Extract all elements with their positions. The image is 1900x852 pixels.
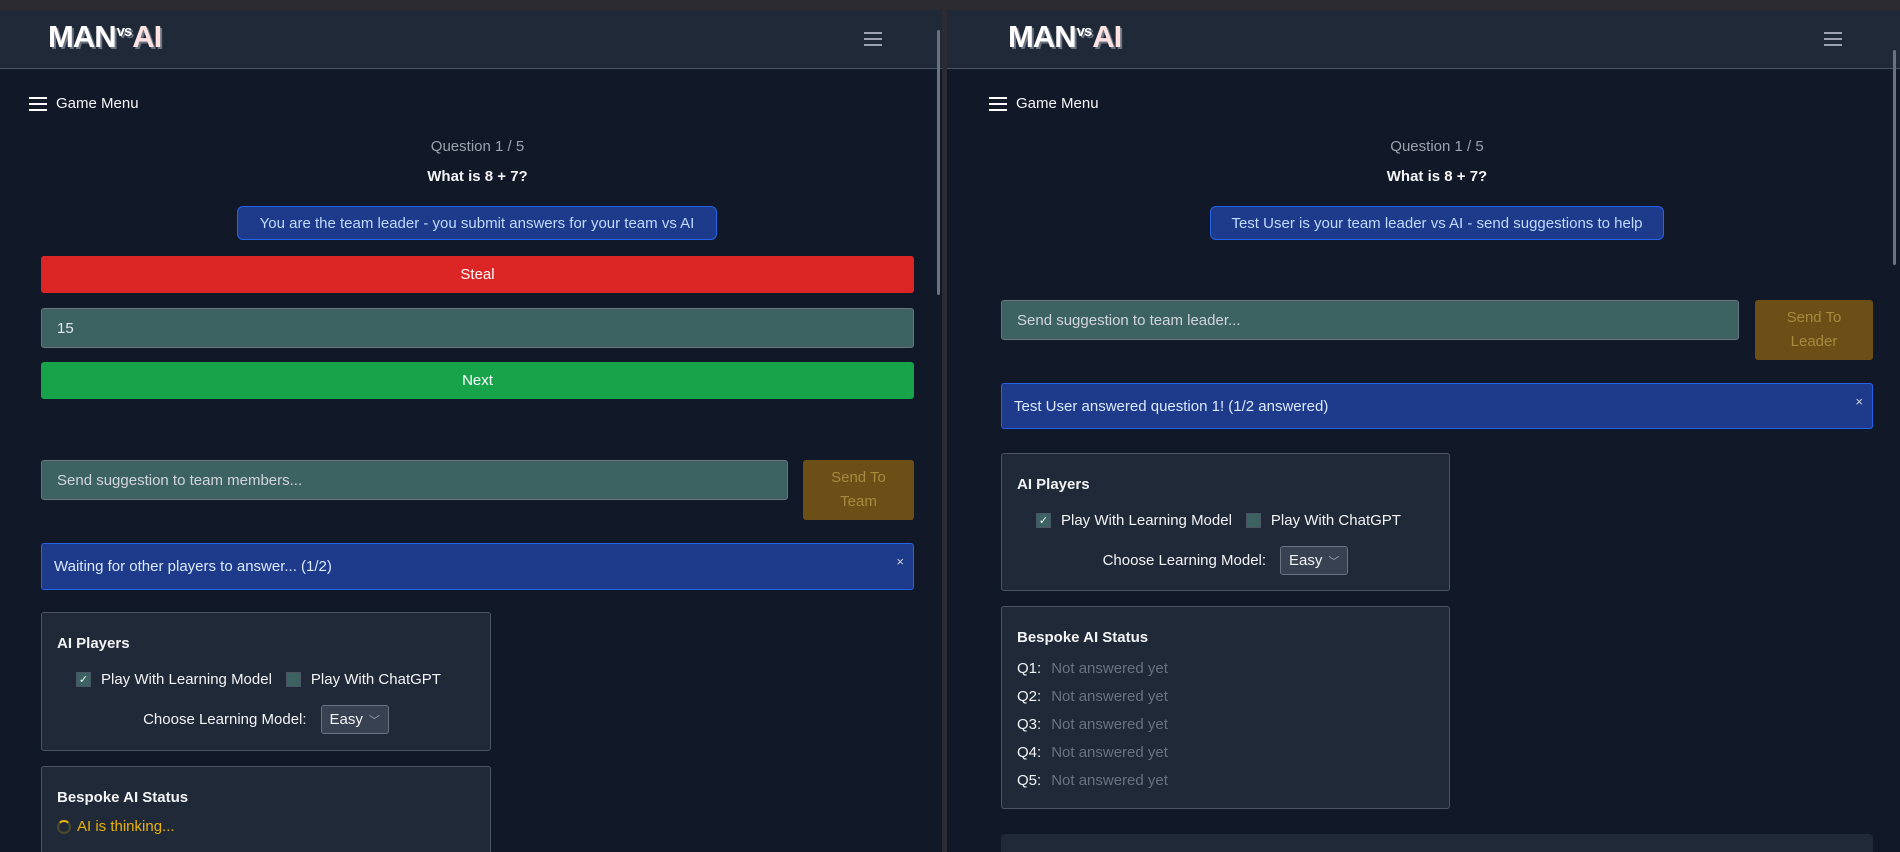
- role-badge: Test User is your team leader vs AI - se…: [1210, 206, 1664, 240]
- model-value: Easy: [1289, 552, 1323, 569]
- role-badge: You are the team leader - you submit ans…: [237, 206, 717, 240]
- logo-man: MAN: [1008, 19, 1077, 54]
- scrollbar[interactable]: [937, 30, 940, 295]
- question-text: What is 8 + 7?: [427, 168, 528, 185]
- learning-model-checkbox[interactable]: ✓: [1036, 513, 1051, 528]
- bottom-panel: [1001, 834, 1873, 852]
- close-icon[interactable]: ×: [896, 554, 904, 569]
- chatgpt-label: Play With ChatGPT: [310, 671, 441, 688]
- send-to-team-button[interactable]: Send To Team: [803, 460, 914, 520]
- alert-text: Waiting for other players to answer... (…: [54, 558, 332, 575]
- next-button[interactable]: Next: [41, 362, 914, 399]
- question-number: Question 1 / 5: [430, 138, 525, 155]
- close-icon[interactable]: ×: [1855, 394, 1863, 409]
- game-menu-button[interactable]: Game Menu: [989, 95, 1099, 112]
- logo-man: MAN: [48, 19, 117, 54]
- menu-icon: [29, 96, 47, 111]
- answered-alert: Test User answered question 1! (1/2 answ…: [1001, 383, 1873, 429]
- status-row: Q2:Not answered yet: [1017, 688, 1168, 705]
- logo[interactable]: MANvsAI: [48, 19, 162, 55]
- answer-input[interactable]: [41, 308, 914, 348]
- logo-ai: AI: [132, 19, 162, 54]
- bespoke-title: Bespoke AI Status: [1017, 629, 1149, 646]
- model-select[interactable]: Easy ﹀: [320, 705, 389, 734]
- ai-players-card: AI Players ✓ Play With Learning Model Pla…: [41, 612, 491, 751]
- left-pane: MANvsAI Game Menu Question 1 / 5 What is…: [0, 10, 942, 852]
- bespoke-ai-status-card: Bespoke AI Status AI is thinking...: [41, 766, 491, 852]
- logo-vs: vs: [1076, 23, 1093, 40]
- chevron-down-icon: ﹀: [1328, 555, 1340, 568]
- suggestion-input[interactable]: [41, 460, 788, 500]
- spinner-icon: [57, 819, 71, 834]
- status-row: Q5:Not answered yet: [1017, 772, 1168, 789]
- right-pane: MANvsAI Game Menu Question 1 / 5 What is…: [947, 10, 1900, 852]
- ai-players-title: AI Players: [1017, 476, 1090, 493]
- navbar: MANvsAI: [947, 10, 1900, 69]
- status-row: Q1:Not answered yet: [1017, 660, 1168, 677]
- logo-ai: AI: [1092, 19, 1122, 54]
- question-text: What is 8 + 7?: [1386, 168, 1488, 185]
- pane-divider[interactable]: [942, 0, 947, 852]
- question-number: Question 1 / 5: [1390, 138, 1484, 155]
- learning-model-label: Play With Learning Model: [1061, 512, 1232, 529]
- ai-players-card: AI Players ✓ Play With Learning Model Pla…: [1001, 453, 1450, 591]
- ai-status-text: AI is thinking...: [77, 818, 175, 835]
- model-value: Easy: [329, 711, 363, 728]
- learning-model-checkbox[interactable]: ✓: [76, 672, 91, 687]
- choose-model-label: Choose Learning Model:: [143, 711, 307, 728]
- send-to-leader-button[interactable]: Send To Leader: [1755, 300, 1873, 360]
- window-top-strip: [0, 0, 1900, 10]
- navbar: MANvsAI: [0, 10, 942, 69]
- game-menu-label: Game Menu: [1016, 95, 1099, 112]
- bespoke-ai-status-card: Bespoke AI Status Q1:Not answered yet Q2…: [1001, 606, 1450, 809]
- menu-icon: [989, 96, 1007, 111]
- choose-model-label: Choose Learning Model:: [1102, 552, 1267, 569]
- waiting-alert: Waiting for other players to answer... (…: [41, 543, 914, 590]
- nav-menu-icon[interactable]: [1824, 32, 1842, 46]
- steal-button[interactable]: Steal: [41, 256, 914, 293]
- logo[interactable]: MANvsAI: [1008, 19, 1122, 55]
- suggestion-input[interactable]: [1001, 300, 1739, 340]
- status-row: Q3:Not answered yet: [1017, 716, 1168, 733]
- chevron-down-icon: ﹀: [368, 714, 380, 727]
- learning-model-label: Play With Learning Model: [101, 671, 272, 688]
- chatgpt-checkbox[interactable]: [285, 672, 301, 687]
- alert-text: Test User answered question 1! (1/2 answ…: [1014, 397, 1329, 415]
- chatgpt-checkbox[interactable]: [1245, 513, 1261, 528]
- game-menu-button[interactable]: Game Menu: [29, 95, 139, 112]
- ai-players-title: AI Players: [57, 635, 130, 652]
- scrollbar[interactable]: [1893, 50, 1896, 265]
- game-menu-label: Game Menu: [56, 95, 139, 112]
- model-select[interactable]: Easy ﹀: [1280, 546, 1349, 575]
- nav-menu-icon[interactable]: [864, 32, 882, 46]
- bespoke-title: Bespoke AI Status: [57, 789, 189, 806]
- logo-vs: vs: [116, 23, 133, 40]
- status-row: Q4:Not answered yet: [1017, 744, 1168, 761]
- chatgpt-label: Play With ChatGPT: [1270, 512, 1401, 529]
